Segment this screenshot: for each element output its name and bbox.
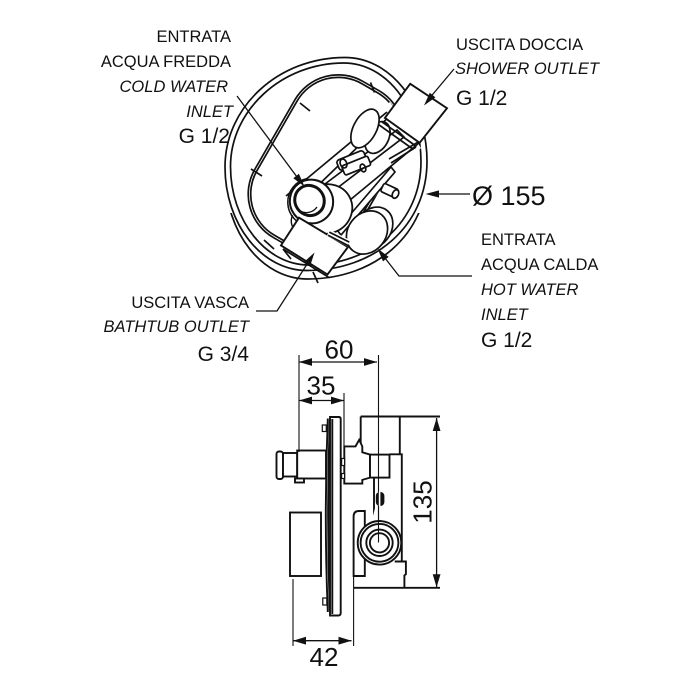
svg-text:42: 42 [310,642,339,672]
svg-text:G 3/4: G 3/4 [198,343,250,366]
svg-text:G 1/2: G 1/2 [456,87,507,110]
svg-text:G 1/2: G 1/2 [179,125,230,148]
svg-text:135: 135 [408,480,438,523]
svg-text:INLET: INLET [481,306,530,324]
svg-text:INLET: INLET [186,103,235,121]
svg-text:ACQUA CALDA: ACQUA CALDA [481,256,598,274]
svg-text:ENTRATA: ENTRATA [481,231,556,249]
svg-text:ENTRATA: ENTRATA [156,28,231,46]
svg-text:BATHTUB OUTLET: BATHTUB OUTLET [104,318,251,336]
svg-text:COLD WATER: COLD WATER [120,78,229,96]
svg-text:USCITA VASCA: USCITA VASCA [131,294,249,312]
svg-text:60: 60 [325,335,354,365]
svg-text:35: 35 [307,371,336,401]
svg-text:USCITA DOCCIA: USCITA DOCCIA [456,36,583,54]
svg-text:SHOWER OUTLET: SHOWER OUTLET [455,60,601,78]
svg-text:G 1/2: G 1/2 [481,329,532,352]
svg-text:HOT WATER: HOT WATER [481,281,579,299]
svg-text:Ø 155: Ø 155 [472,181,546,211]
svg-text:ACQUA FREDDA: ACQUA FREDDA [101,53,231,71]
